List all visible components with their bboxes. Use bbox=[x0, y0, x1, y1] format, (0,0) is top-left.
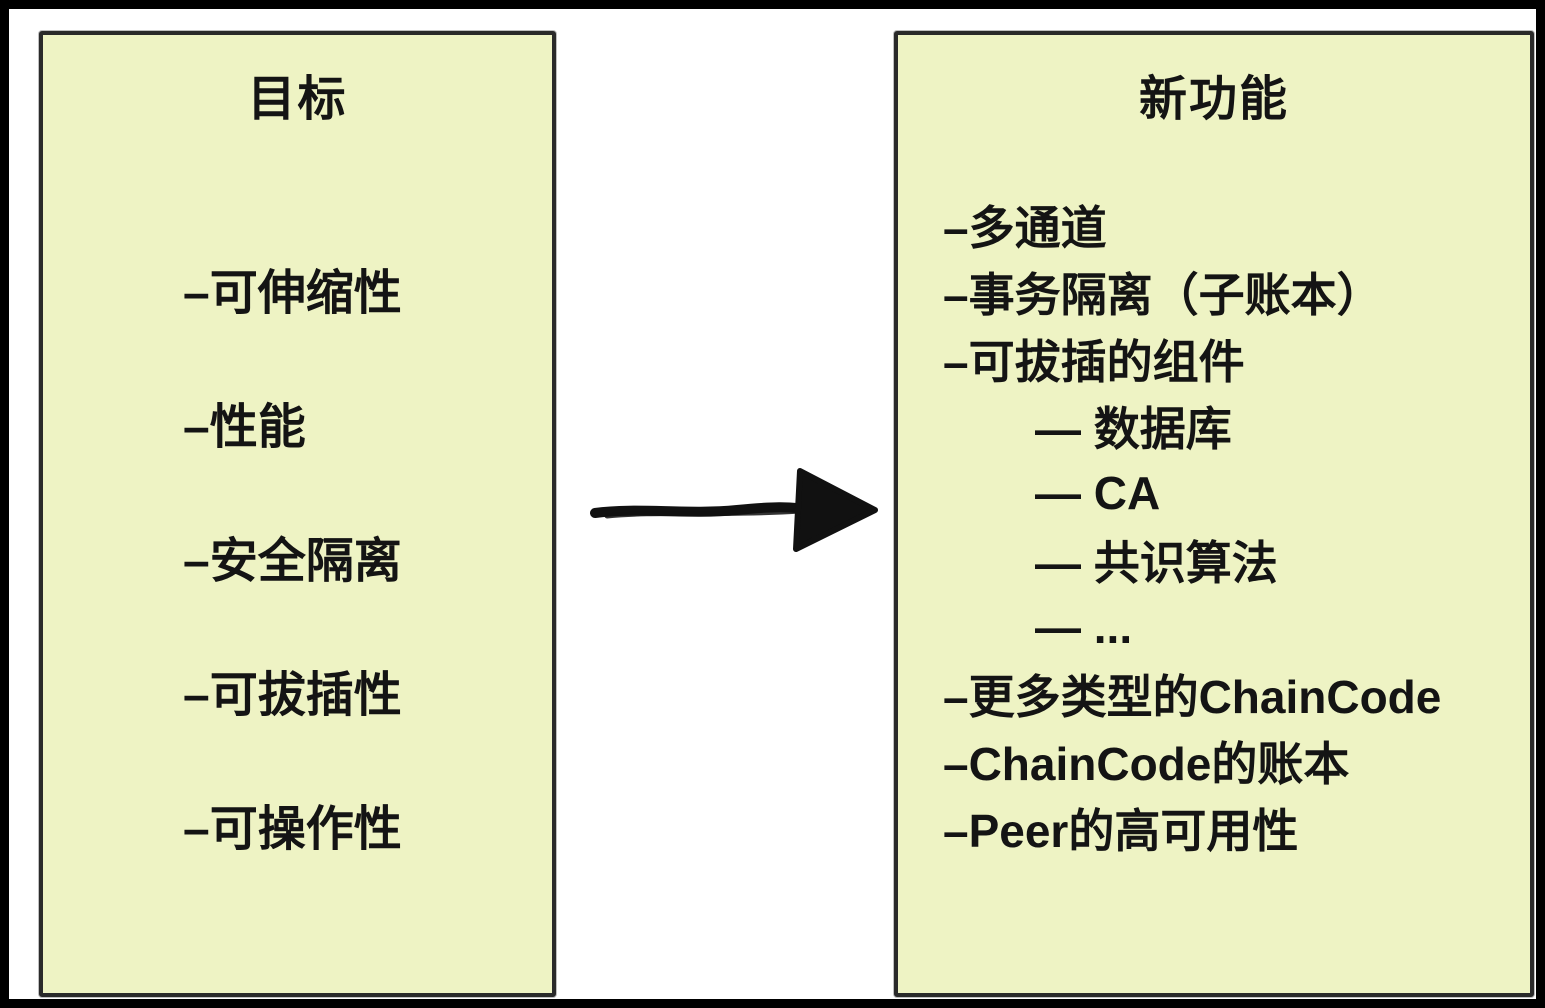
goal-item: –安全隔离 bbox=[183, 535, 402, 588]
features-list: –多通道 –事务隔离（子账本） –可拔插的组件 — 数据库 — CA — 共识算… bbox=[898, 129, 1530, 861]
feature-item: –多通道 bbox=[943, 201, 1107, 254]
goal-item: –性能 bbox=[183, 401, 306, 454]
feature-item: –Peer的高可用性 bbox=[943, 804, 1299, 857]
goals-list: –可伸缩性 –性能 –安全隔离 –可拔插性 –可操作性 bbox=[43, 129, 552, 891]
feature-item: –事务隔离（子账本） bbox=[943, 268, 1383, 321]
feature-subitem: — ... bbox=[1035, 600, 1133, 653]
arrow-right-icon bbox=[590, 468, 878, 552]
goal-item: –可伸缩性 bbox=[183, 267, 402, 320]
feature-item: –可拔插的组件 bbox=[943, 335, 1245, 388]
feature-item: –更多类型的ChainCode bbox=[943, 670, 1442, 723]
features-box-title: 新功能 bbox=[1138, 73, 1289, 126]
feature-item: –ChainCode的账本 bbox=[943, 737, 1350, 790]
feature-subitem: — CA bbox=[1035, 466, 1161, 519]
goal-item: –可拔插性 bbox=[183, 669, 402, 722]
goals-box: 目标 –可伸缩性 –性能 –安全隔离 –可拔插性 –可操作性 bbox=[39, 31, 556, 997]
features-box: 新功能 –多通道 –事务隔离（子账本） –可拔插的组件 — 数据库 — CA —… bbox=[894, 31, 1534, 997]
goals-box-title: 目标 bbox=[247, 73, 348, 126]
feature-subitem: — 数据库 bbox=[1035, 402, 1232, 455]
goal-item: –可操作性 bbox=[183, 803, 402, 856]
feature-subitem: — 共识算法 bbox=[1035, 536, 1278, 589]
